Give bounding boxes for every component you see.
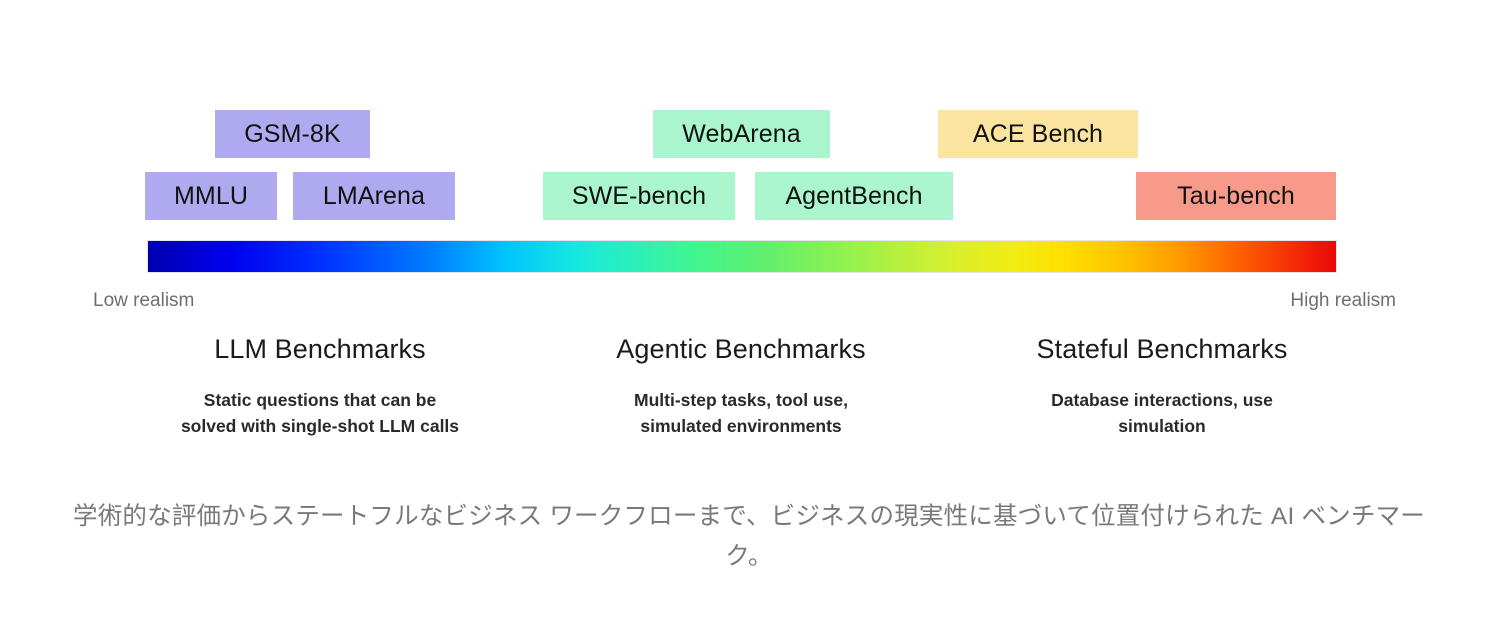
category-column-agentic: Agentic Benchmarks Multi-step tasks, too… xyxy=(531,334,951,440)
benchmark-chip: MMLU xyxy=(145,172,277,220)
category-description: Database interactions, use simulation xyxy=(952,388,1372,440)
category-description-line: Database interactions, use xyxy=(1051,390,1273,410)
category-description-line: solved with single-shot LLM calls xyxy=(180,415,460,436)
category-column-llm: LLM Benchmarks Static questions that can… xyxy=(110,334,530,440)
category-description-line: simulation xyxy=(1118,415,1206,436)
benchmark-chip: WebArena xyxy=(653,110,830,158)
figure-caption: 学術的な評価からステートフルなビジネス ワークフローまで、ビジネスの現実性に基づ… xyxy=(73,503,1425,570)
category-title: Stateful Benchmarks xyxy=(1036,334,1288,364)
category-description-line: Multi-step tasks, tool use, xyxy=(634,390,848,410)
category-description-line: Static questions that can be xyxy=(203,390,437,410)
benchmark-chip: LMArena xyxy=(293,172,455,220)
category-description: Multi-step tasks, tool use, simulated en… xyxy=(531,388,951,440)
axis-label-low-realism: Low realism xyxy=(93,290,195,311)
axis-label-high-realism: High realism xyxy=(1290,290,1396,311)
benchmark-chip: ACE Bench xyxy=(938,110,1138,158)
realism-spectrum-bar xyxy=(147,240,1337,273)
category-description-line: simulated environments xyxy=(640,415,842,436)
category-description: Static questions that can be solved with… xyxy=(110,388,530,440)
category-title: LLM Benchmarks xyxy=(214,334,426,364)
category-column-stateful: Stateful Benchmarks Database interaction… xyxy=(952,334,1372,440)
benchmark-chip: AgentBench xyxy=(755,172,953,220)
benchmark-chip: GSM-8K xyxy=(215,110,370,158)
benchmark-chip: SWE-bench xyxy=(543,172,735,220)
category-title: Agentic Benchmarks xyxy=(616,334,866,364)
benchmark-chip: Tau-bench xyxy=(1136,172,1336,220)
